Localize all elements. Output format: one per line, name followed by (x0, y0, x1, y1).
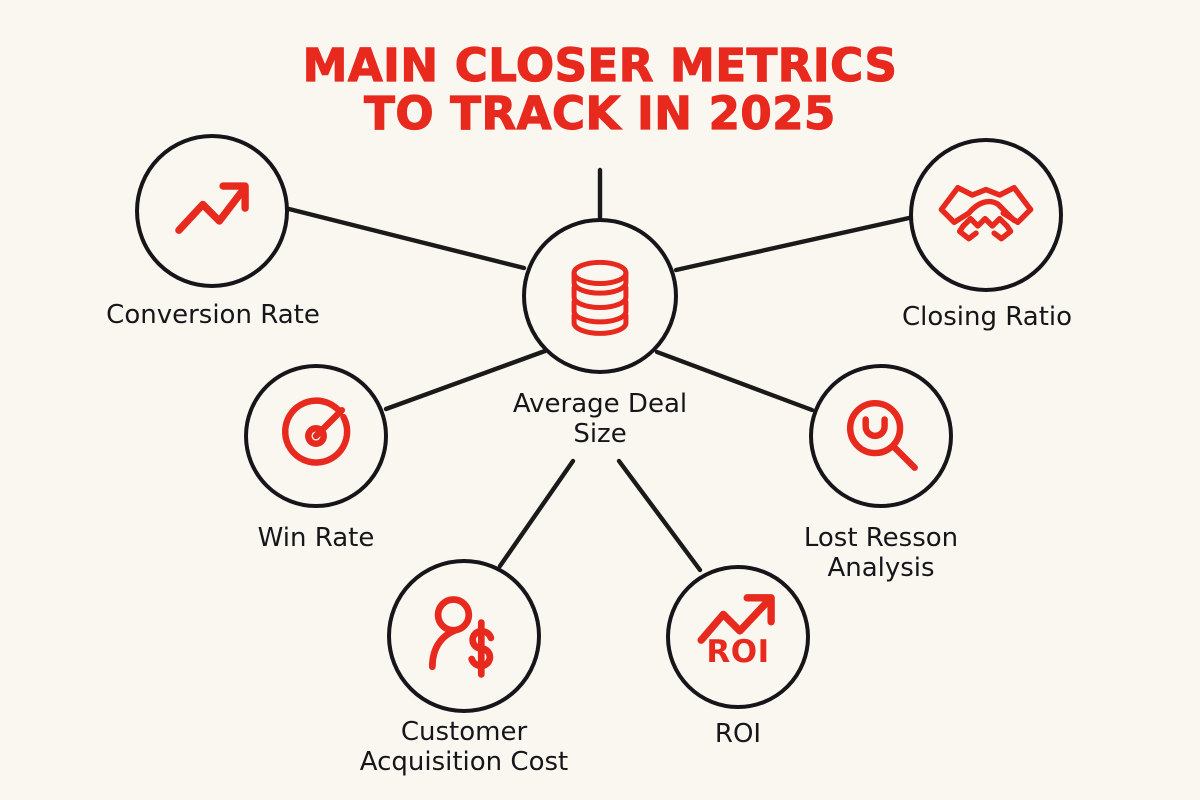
node-label-closing-ratio: Closing Ratio (901, 302, 1073, 332)
node-circle-customer-acquisition-cost[interactable] (387, 559, 541, 713)
edge-hub-to-cac (497, 458, 576, 569)
speedometer-gauge-icon (271, 391, 361, 481)
node-label-line-1: Lost Resson (803, 523, 959, 553)
edge-hub-to-closing-ratio (673, 215, 912, 273)
magnifier-check-icon (836, 389, 928, 481)
roi-arrow-icon (690, 584, 786, 654)
node-label-conversion-rate: Conversion Rate (106, 300, 320, 330)
page-title: MAIN CLOSER METRICS TO TRACK IN 2025 (0, 39, 1200, 141)
trending-up-arrow-icon (162, 160, 262, 260)
node-label-win-rate: Win Rate (257, 523, 375, 553)
node-label-roi: ROI (714, 719, 762, 749)
page-title-line-2: TO TRACK IN 2025 (364, 87, 836, 141)
person-dollar-icon (413, 585, 515, 687)
node-label-line-2: Size (573, 419, 627, 450)
node-label-line-2: Analysis (827, 553, 935, 584)
node-circle-average-deal-size[interactable] (522, 218, 678, 374)
node-circle-roi[interactable] (666, 565, 810, 709)
roi-inner-text: ROI (706, 634, 770, 670)
node-label-line-1: Average Deal (512, 389, 688, 419)
edge-hub-to-conversion-rate (286, 206, 527, 271)
edge-hub-to-lost-reason (654, 349, 815, 413)
page-title-line-1: MAIN CLOSER METRICS (302, 39, 898, 92)
edge-hub-to-win-rate (383, 348, 548, 412)
handshake-icon (934, 168, 1038, 262)
edge-hub-to-roi (616, 458, 703, 573)
node-circle-closing-ratio[interactable] (909, 138, 1063, 292)
node-label-line-2: Acquisition Cost (359, 747, 569, 778)
coin-stack-icon (548, 244, 652, 348)
node-label-line-1: Customer (400, 717, 528, 747)
